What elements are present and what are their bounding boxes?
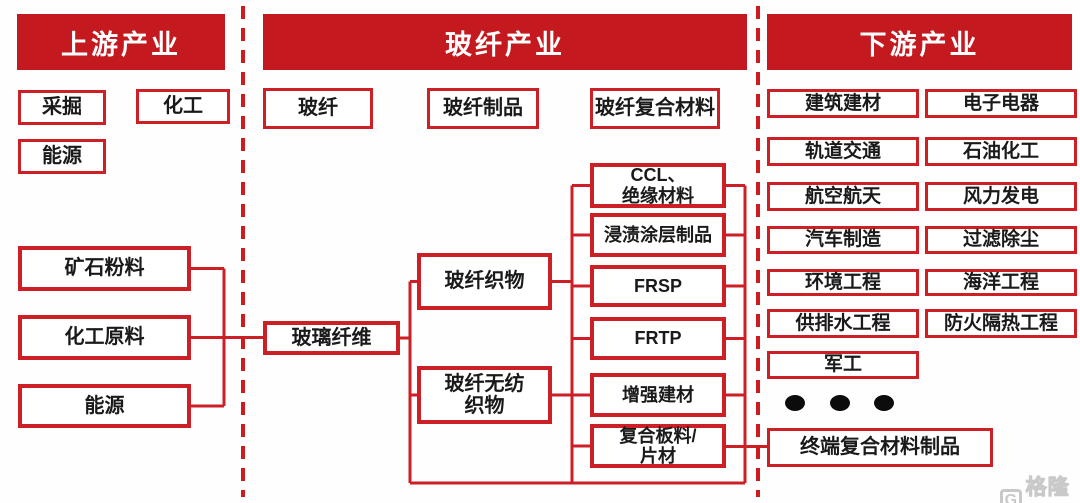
downstream-box-aerospace: 航空航天	[767, 182, 919, 211]
upstream-box-mining: 采掘	[18, 90, 106, 125]
downstream-box-military: 军工	[767, 351, 919, 379]
downstream-box-petrochemical: 石油化工	[925, 137, 1077, 166]
midstream-header: 玻纤产业	[263, 14, 747, 70]
downstream-box-water-supply-drainage: 供排水工程	[767, 309, 919, 338]
upstream-box-chemical: 化工	[136, 89, 230, 124]
midstream-box-fiberglass-fabric: 玻纤织物	[417, 253, 552, 310]
gelonghui-logo-icon: G	[1000, 488, 1022, 503]
downstream-box-auto-manufacturing: 汽车制造	[767, 226, 919, 254]
midstream-product-frsp: FRSP	[590, 265, 726, 307]
midstream-box-glass-fiber: 玻璃纤维	[263, 321, 400, 355]
upstream-box-energy-material: 能源	[18, 384, 191, 428]
downstream-box-marine-engineering: 海洋工程	[925, 269, 1077, 296]
midstream-product-frtp: FRTP	[590, 317, 726, 360]
downstream-box-filtration-dedusting: 过滤除尘	[925, 226, 1077, 254]
ellipsis-dot	[830, 395, 850, 411]
midstream-category-fiberglass-products: 玻纤制品	[427, 88, 539, 129]
ellipsis-dot	[874, 395, 894, 411]
midstream-category-fiberglass: 玻纤	[263, 88, 373, 129]
midstream-category-fiberglass-composites: 玻纤复合材料	[590, 88, 720, 129]
watermark-brand-text: 格隆汇	[1025, 476, 1070, 500]
upstream-box-chemical-raw-material: 化工原料	[18, 315, 191, 360]
midstream-box-fiberglass-nonwoven: 玻纤无纺 织物	[417, 366, 552, 424]
downstream-box-terminal-composite-products: 终端复合材料制品	[767, 428, 993, 467]
watermark: G 格隆汇	[1000, 471, 1080, 503]
ellipsis-dot	[785, 395, 805, 411]
midstream-product-impregnated-coated: 浸渍涂层制品	[590, 213, 726, 257]
midstream-product-ccl-insulation: CCL、 绝缘材料	[590, 163, 726, 208]
downstream-box-fireproof-insulation: 防火隔热工程	[925, 309, 1077, 338]
downstream-box-wind-power: 风力发电	[925, 182, 1077, 211]
downstream-box-construction-materials: 建筑建材	[767, 89, 919, 118]
downstream-header: 下游产业	[767, 14, 1072, 70]
midstream-product-composite-board-sheet: 复合板料/ 片材	[590, 424, 726, 468]
downstream-box-electronics: 电子电器	[925, 89, 1077, 118]
downstream-box-environmental-engineering: 环境工程	[767, 269, 919, 296]
upstream-box-ore-powder: 矿石粉料	[18, 246, 191, 291]
upstream-box-energy: 能源	[18, 139, 106, 174]
downstream-box-rail-transit: 轨道交通	[767, 137, 919, 166]
upstream-header: 上游产业	[17, 14, 225, 70]
midstream-product-reinforced-building-material: 增强建材	[590, 373, 726, 417]
